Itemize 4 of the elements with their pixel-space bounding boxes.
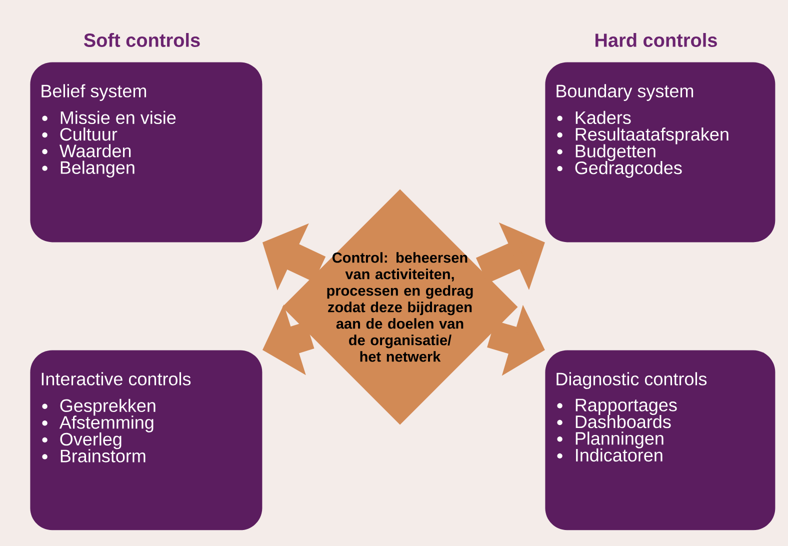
- category-box: Interactive controls Gesprekken Afstemming Overleg Brainstorm: [30, 350, 262, 530]
- category-box: Belief system Missie en visie Cultuur Waarden Belangen: [30, 62, 262, 242]
- category-box: Boundary system Kaders Resultaatafspraken Budgetten Gedragcodes: [545, 62, 776, 242]
- category-box: Diagnostic controls Rapportages Dashboards Planningen Indicatoren: [545, 350, 776, 530]
